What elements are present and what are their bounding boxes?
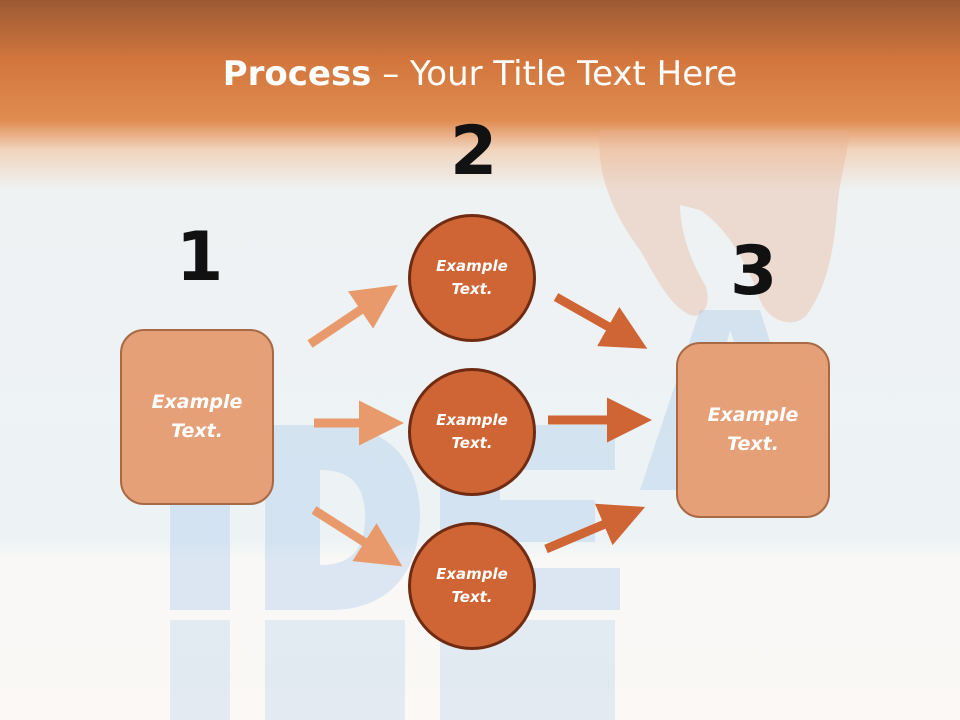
title-rest: – Your Title Text Here <box>371 54 738 94</box>
step-number-2: 2 <box>450 112 498 191</box>
step-number-3: 3 <box>730 232 778 311</box>
arrow-from-circle-top <box>553 293 648 349</box>
step-1-text: Example Text. <box>151 391 243 442</box>
arrow-to-circle-top <box>307 284 398 348</box>
step-3-text: Example Text. <box>707 404 799 455</box>
circle-bottom-text: Example Text. <box>436 565 508 606</box>
step-number-1: 1 <box>176 218 224 297</box>
arrow-from-circle-bottom <box>544 503 646 554</box>
step-1-box: Example Text. <box>120 329 274 505</box>
title-bold: Process <box>222 54 372 94</box>
step-3-box: Example Text. <box>676 342 830 518</box>
slide-title: Process – Your Title Text Here <box>0 52 960 96</box>
circle-top-text: Example Text. <box>436 257 508 298</box>
circle-middle-text: Example Text. <box>436 411 508 452</box>
arrow-to-circle-bottom <box>311 506 403 567</box>
hand-image <box>599 130 850 323</box>
circle-middle: Example Text. <box>408 368 536 496</box>
circle-bottom: Example Text. <box>408 522 536 650</box>
circle-top: Example Text. <box>408 214 536 342</box>
